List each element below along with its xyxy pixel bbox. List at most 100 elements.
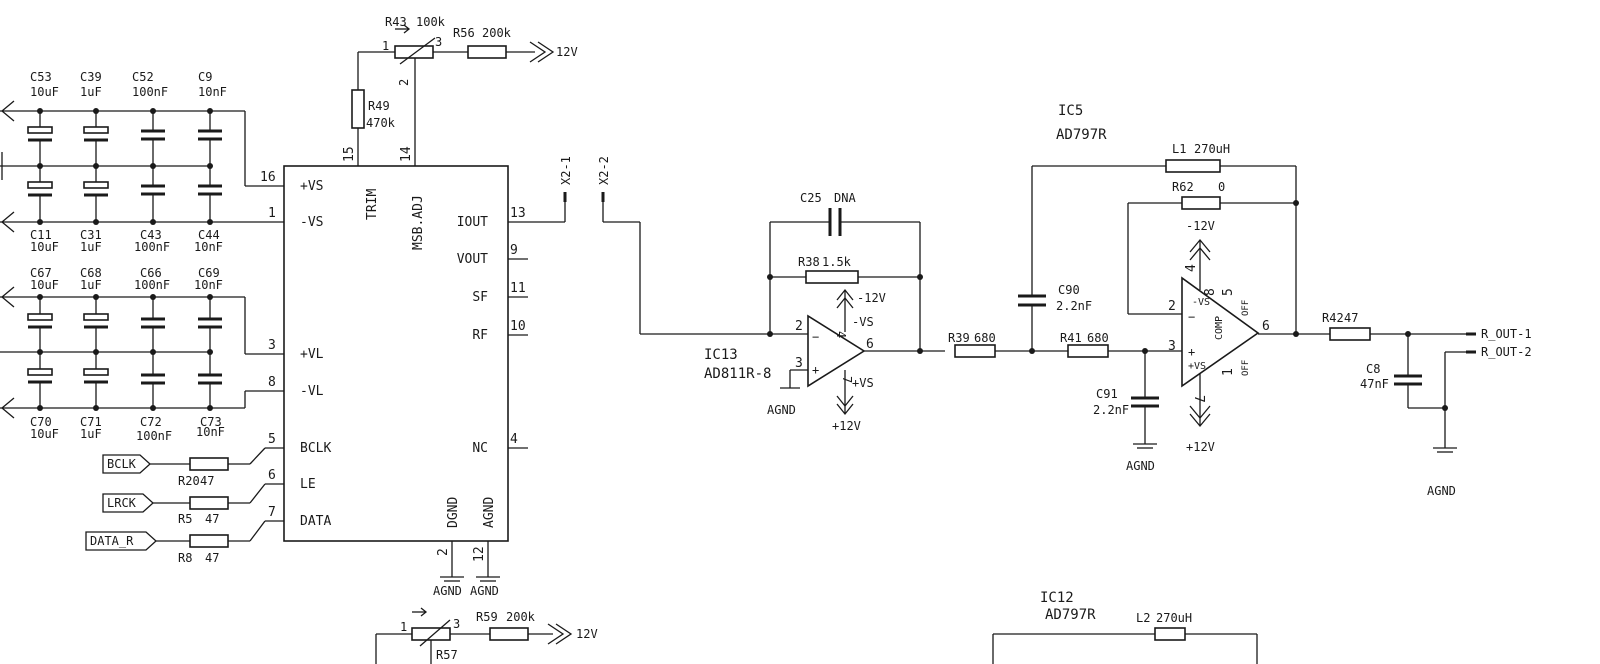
cap-name: C9 (198, 70, 212, 84)
dac-pin-num: 13 (510, 206, 526, 221)
cap-value: 10uF (30, 427, 59, 441)
dac-pin-num: 2 (436, 548, 451, 556)
opamp-pin: 3 (795, 356, 803, 371)
opamp-comp-label: COMP (1214, 316, 1225, 340)
dac-pin-num: 10 (510, 319, 526, 334)
cap-value: 100nF (136, 429, 172, 443)
dac-pin-name: DATA (300, 514, 331, 529)
cap-name: C8 (1366, 362, 1380, 376)
res-name: R20 (178, 474, 200, 488)
shunt-resistor (351, 89, 365, 129)
cap-name: C71 (80, 415, 102, 429)
dac-ic-body (283, 165, 509, 542)
opamp-sign: − (812, 330, 819, 344)
input-net-label: BCLK (107, 457, 137, 471)
dac-pin-name: LE (300, 477, 316, 492)
dac-pin-name: VOUT (457, 252, 488, 267)
pot-pin: 1 (400, 620, 407, 634)
inductor-name: L2 (1136, 611, 1150, 625)
res-value: 47 (205, 512, 219, 526)
ic13-opamp (807, 314, 866, 388)
cap-name: C43 (140, 228, 162, 242)
dac-ic: 16 1 3 8 5 6 7 +VS -VS +VL -VL BCLK LE D… (245, 70, 566, 598)
dac-pin-name: NC (472, 441, 488, 456)
ic-name: IC12 (1040, 590, 1074, 606)
opamp-supply-pin: +VS (852, 376, 874, 390)
cap-value: 10uF (30, 85, 59, 99)
cap-name: C70 (30, 415, 52, 429)
cap-value: 1uF (80, 427, 102, 441)
cap-name: C72 (140, 415, 162, 429)
res-name: R38 (798, 255, 820, 269)
input-net-label: LRCK (107, 496, 137, 510)
opamp-pin: 2 (795, 319, 803, 334)
opamp-pin: 6 (866, 337, 874, 352)
res-name: R5 (178, 512, 192, 526)
pot-name: R57 (436, 648, 458, 662)
res-value: 47 (1344, 311, 1358, 325)
dac-pin-name: +VL (300, 347, 324, 362)
cap-name: C69 (198, 266, 220, 280)
res-value: 200k (506, 610, 536, 624)
res-name: R39 (948, 331, 970, 345)
dac-pin-num: 16 (260, 170, 276, 185)
cap-column-c66 (141, 297, 165, 408)
trim-network-bottom: 1 3 R57 R59 200k 12V (375, 607, 598, 664)
gnd-label: AGND (1427, 484, 1456, 498)
opamp-supply-pin: +VS (1188, 361, 1206, 372)
cap-value: 10uF (30, 240, 59, 254)
dac-pin-num: 14 (399, 146, 414, 162)
dac-pin-num: 8 (268, 375, 276, 390)
dac-pin-num: 15 (342, 146, 357, 162)
ic-name: IC5 (1058, 103, 1083, 119)
trim-network-top: R43 100k 1 3 2 R56 200k R49 470k 12V (351, 15, 578, 130)
pot-pin: 1 (382, 39, 389, 53)
dac-pin-name: RF (472, 328, 488, 343)
cap-name: C44 (198, 228, 220, 242)
output-stage: R42 47 C8 47nF R_OUT-1 R_OUT-2 AGND (1322, 311, 1532, 498)
opamp-pin: 4 (834, 331, 848, 338)
dac-pin-num: 9 (510, 243, 518, 258)
opamp-pin: 7 (1191, 395, 1206, 403)
dac-pin-num: 7 (268, 505, 276, 520)
dac-pin-num: 3 (268, 338, 276, 353)
cap-column-c68 (83, 297, 109, 408)
pot-pin: 3 (435, 35, 442, 49)
ic5-stage: R39 680 R41 680 C90 2.2nF C91 2.2nF AGND (948, 103, 1330, 473)
gnd-label: AGND (767, 403, 796, 417)
opamp-sign: − (1188, 310, 1195, 324)
opamp-sign: + (812, 363, 819, 377)
cap-name: C53 (30, 70, 52, 84)
opamp-pin: 7 (840, 376, 854, 383)
ic-name: IC13 (704, 347, 738, 363)
cap-name: C68 (80, 266, 102, 280)
inductor-name: L1 (1172, 142, 1186, 156)
dac-pin-name: SF (472, 290, 488, 305)
dac-pin-num: 5 (268, 432, 276, 447)
input-nets: BCLK R20 47 LRCK R5 47 DATA_R R8 47 (85, 447, 266, 565)
gnd-label: AGND (433, 584, 462, 598)
opamp-supply-pin: -VS (852, 315, 874, 329)
res-value: 47 (205, 551, 219, 565)
res-value: 0 (1218, 180, 1225, 194)
decoupling-caps: C53 10uF C39 1uF C52 100nF C9 10nF C11 1… (0, 70, 246, 443)
cap-value: 47nF (1360, 377, 1389, 391)
dac-pin-name: +VS (300, 179, 323, 194)
opamp-supply-pin: -VS (1192, 297, 1210, 308)
opamp-pin: 1 (1221, 368, 1236, 376)
opamp-off-label: OFF (1241, 300, 1251, 316)
res-name: R49 (368, 99, 390, 113)
cap-value: 100nF (132, 85, 168, 99)
cap-value: DNA (834, 191, 856, 205)
output-label: R_OUT-1 (1481, 327, 1532, 341)
cap-name: C91 (1096, 387, 1118, 401)
cap-name: C67 (30, 266, 52, 280)
pot-name: R43 (385, 15, 407, 29)
cap-value: 1uF (80, 278, 102, 292)
cap-value: 1uF (80, 240, 102, 254)
res-value: 200k (482, 26, 512, 40)
opamp-off-label: OFF (1241, 360, 1251, 376)
cap-value: 10nF (196, 425, 225, 439)
cap-name: C90 (1058, 283, 1080, 297)
